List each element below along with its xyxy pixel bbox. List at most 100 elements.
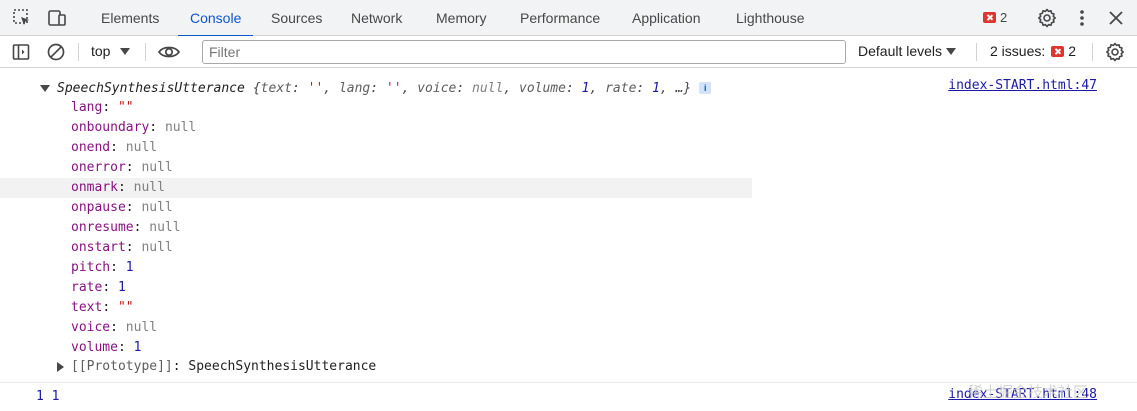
property-colon: : [133, 220, 150, 235]
property-value: null [141, 160, 173, 175]
preview-part: text: '', [260, 80, 339, 96]
property-row[interactable]: onerror: null [0, 158, 752, 178]
preview-key: rate [605, 80, 637, 96]
error-icon [983, 12, 996, 23]
preview-value: null [472, 80, 504, 96]
log-levels-label: Default levels [858, 43, 943, 59]
expand-triangle-icon[interactable] [40, 84, 50, 92]
expand-triangle-icon[interactable] [57, 362, 64, 372]
error-count: 2 [1000, 10, 1008, 25]
property-value: null [164, 120, 197, 135]
property-row[interactable]: volume: 1 [0, 338, 752, 358]
log-message: 1 1 [36, 389, 60, 404]
error-count-badge[interactable]: 2 [983, 10, 1007, 25]
issues-label: 2 issues: [990, 43, 1046, 59]
preview-part: voice: null, [417, 80, 519, 96]
chevron-down-icon [120, 47, 131, 55]
preview-key: lang [338, 80, 371, 96]
chevron-down-icon [946, 47, 957, 55]
console-toolbar: top Default levels 2 issues: 2 [0, 36, 1137, 68]
tab-sources[interactable]: Sources [271, 10, 323, 26]
source-link[interactable]: index-START.html:48 [948, 387, 1097, 402]
property-value: null [141, 200, 173, 215]
log-levels-dropdown[interactable]: Default levels [858, 43, 957, 59]
issues-count: 2 [1068, 43, 1077, 59]
sidebar-toggle-icon[interactable] [9, 40, 33, 64]
property-key: onmark [71, 180, 118, 195]
property-row[interactable]: lang: "" [0, 98, 752, 118]
console-settings-icon[interactable] [1103, 40, 1127, 64]
filter-input[interactable] [202, 40, 846, 64]
property-colon: : [125, 200, 142, 215]
property-value: 1 [133, 340, 142, 355]
device-toolbar-icon[interactable] [45, 6, 69, 30]
source-link[interactable]: index-START.html:47 [948, 78, 1097, 93]
property-colon: : [117, 340, 134, 355]
tab-network[interactable]: Network [351, 10, 403, 26]
property-value: "" [117, 300, 134, 315]
tab-lighthouse[interactable]: Lighthouse [736, 10, 805, 26]
tab-performance[interactable]: Performance [520, 10, 601, 26]
property-row[interactable]: text: "" [0, 298, 752, 318]
property-colon: : [102, 280, 118, 295]
close-icon[interactable] [1104, 6, 1128, 30]
property-row[interactable]: onboundary: null [0, 118, 752, 138]
property-row[interactable]: onend: null [0, 138, 752, 158]
property-key: onresume [71, 220, 134, 235]
more-options-icon[interactable] [1070, 6, 1094, 30]
tab-application[interactable]: Application [632, 10, 701, 26]
tab-elements[interactable]: Elements [101, 10, 160, 26]
property-key: onstart [71, 240, 126, 255]
watermark: 稀土掘金技术社区 [968, 383, 1089, 401]
issues-counter[interactable]: 2 issues: 2 [990, 43, 1076, 59]
property-value: "" [117, 100, 134, 115]
property-key: lang [71, 100, 103, 115]
prototype-value: SpeechSynthesisUtterance [188, 359, 377, 374]
tab-memory[interactable]: Memory [436, 10, 487, 26]
preview-ellipsis: …} [675, 80, 692, 96]
log-object-header[interactable]: SpeechSynthesisUtterance {text: '', lang… [40, 78, 712, 98]
eye-icon[interactable] [157, 40, 181, 64]
preview-value: '' [385, 80, 402, 96]
property-colon: : [110, 140, 126, 155]
toolbar-divider [976, 43, 977, 61]
property-row[interactable]: onstart: null [0, 238, 752, 258]
settings-icon[interactable] [1035, 6, 1059, 30]
property-colon: : [125, 240, 142, 255]
context-label: top [91, 43, 111, 59]
property-row[interactable]: onpause: null [0, 198, 752, 218]
property-row[interactable]: onmark: null [0, 178, 752, 198]
property-colon: : [102, 100, 118, 115]
clear-console-icon[interactable] [44, 40, 68, 64]
property-key: text [71, 300, 103, 315]
preview-value: 1 [581, 80, 590, 96]
toolbar-divider [145, 43, 146, 61]
preview-part: rate: 1, [605, 80, 676, 96]
property-colon: : [102, 300, 118, 315]
property-colon: : [110, 320, 126, 335]
property-key: onboundary [71, 120, 150, 135]
property-value: 1 [117, 280, 126, 295]
property-colon: : [125, 160, 142, 175]
property-row[interactable]: pitch: 1 [0, 258, 752, 278]
property-row[interactable]: onresume: null [0, 218, 752, 238]
property-key: voice [71, 320, 111, 335]
toolbar-divider [78, 43, 79, 61]
preview-key: text [260, 80, 292, 96]
log-separator [0, 382, 1137, 383]
error-icon [1051, 45, 1065, 57]
prototype-row[interactable]: [[Prototype]]: SpeechSynthesisUtterance [0, 357, 752, 377]
property-value: null [141, 240, 173, 255]
object-class-name: SpeechSynthesisUtterance [57, 80, 245, 96]
property-key: volume [71, 340, 118, 355]
inspect-element-icon[interactable] [10, 6, 34, 30]
preview-brace: { [252, 80, 261, 96]
property-key: onend [71, 140, 111, 155]
property-colon: : [117, 180, 134, 195]
context-selector[interactable]: top [91, 43, 131, 59]
property-colon: : [110, 260, 126, 275]
property-row[interactable]: voice: null [0, 318, 752, 338]
property-row[interactable]: rate: 1 [0, 278, 752, 298]
info-icon[interactable]: i [699, 82, 712, 94]
tab-console[interactable]: Console [177, 0, 254, 37]
